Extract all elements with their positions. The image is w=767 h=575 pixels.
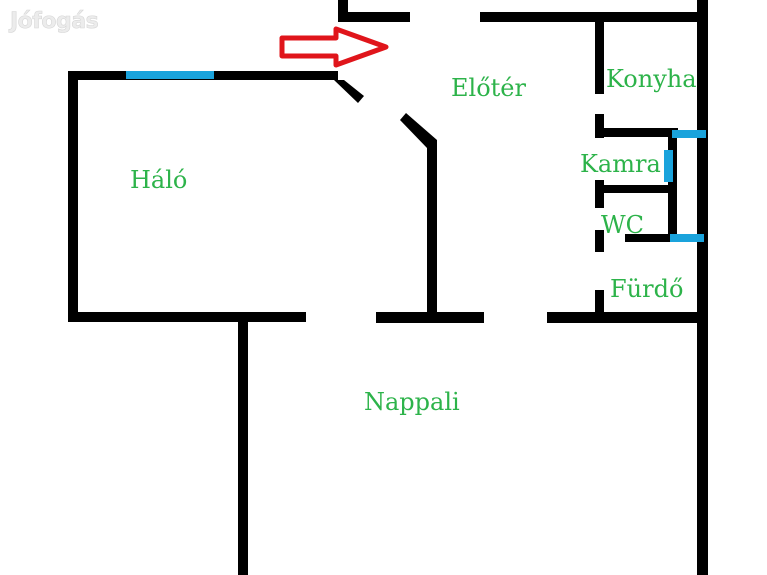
wall [595, 114, 604, 138]
room-label-halo: Háló [130, 166, 187, 194]
wall [68, 71, 78, 322]
watermark-logo: Jófogás [8, 9, 99, 34]
wall [595, 185, 669, 193]
room-label-wc: WC [601, 211, 644, 239]
wall [595, 180, 604, 208]
wall [480, 12, 705, 22]
door-leaf [400, 113, 437, 148]
door-leaf [334, 80, 364, 103]
windows [126, 71, 706, 242]
wall [238, 312, 248, 575]
room-label-furdo: Fürdő [610, 275, 683, 303]
room-labels: Előtér Konyha Háló Kamra WC Fürdő Nappal… [130, 65, 697, 416]
wall [427, 140, 437, 322]
wall [697, 0, 708, 575]
wall [595, 290, 604, 323]
room-label-eloter: Előtér [451, 74, 526, 102]
walls [68, 0, 708, 575]
wall [625, 234, 677, 242]
wall [668, 128, 677, 240]
wall [68, 312, 306, 322]
wall [376, 312, 484, 323]
room-label-konyha: Konyha [606, 65, 697, 93]
window [664, 150, 673, 182]
entrance-arrow-icon [279, 26, 389, 68]
wall [338, 12, 410, 22]
window [672, 130, 706, 138]
window [670, 234, 704, 242]
wall [595, 230, 604, 252]
room-label-nappali: Nappali [364, 388, 460, 416]
wall [338, 0, 348, 22]
wall [595, 128, 678, 137]
room-label-kamra: Kamra [580, 150, 661, 178]
window [126, 71, 214, 79]
wall [595, 22, 604, 94]
wall [547, 312, 702, 323]
